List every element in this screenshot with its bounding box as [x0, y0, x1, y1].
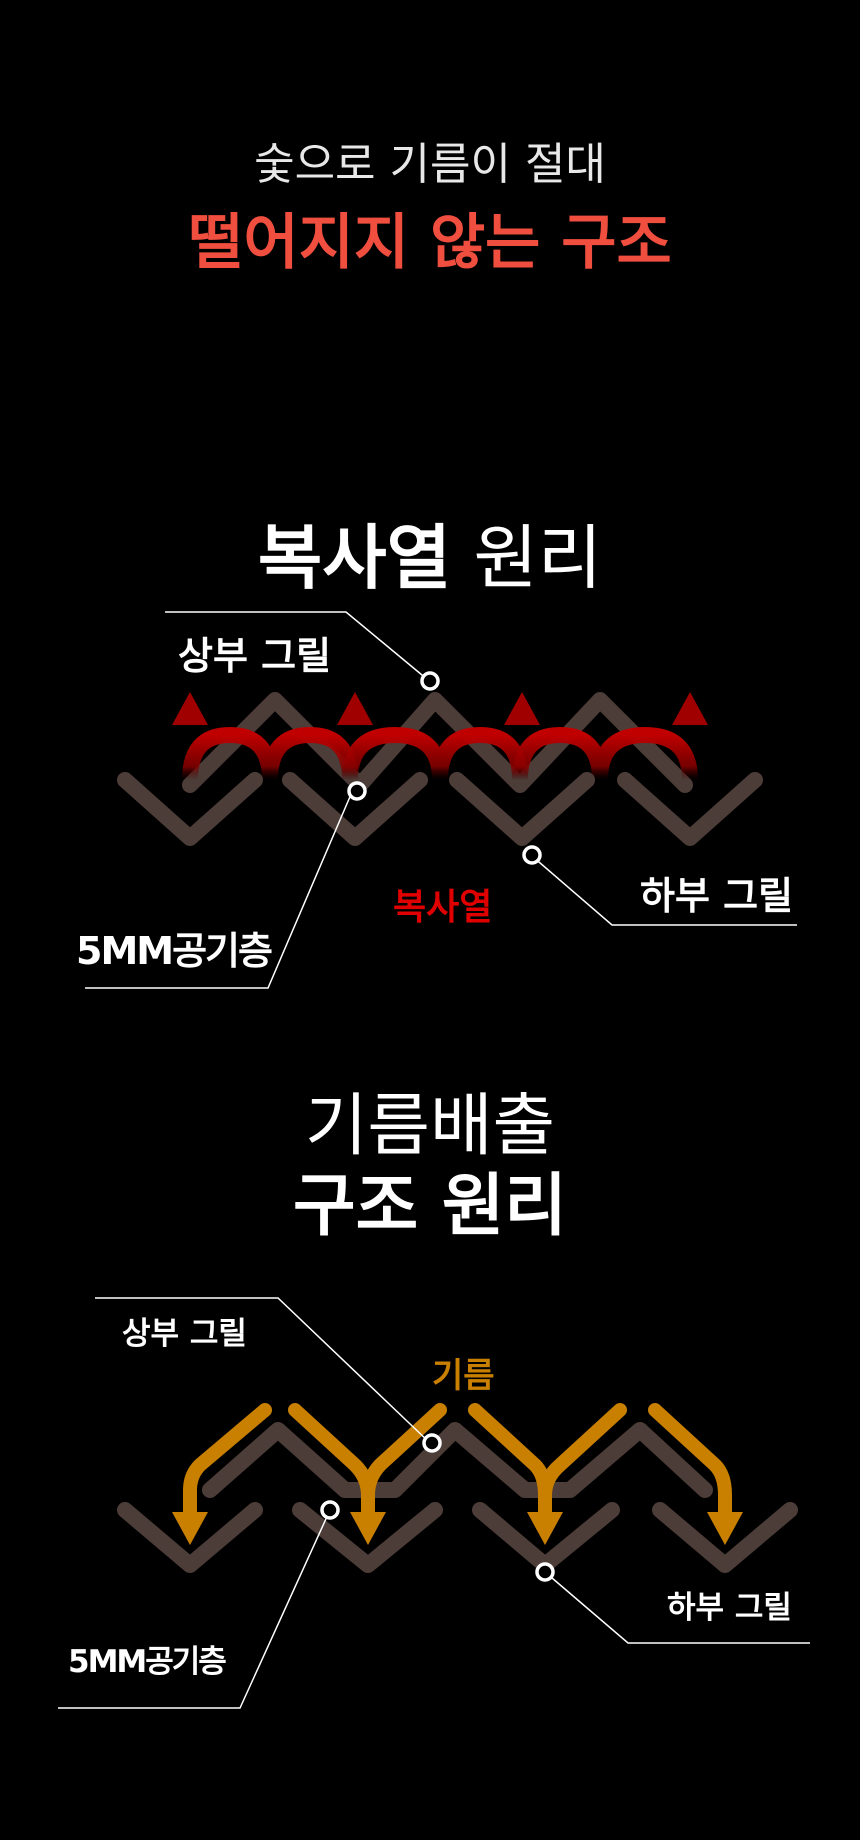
- drain-label-upper: 상부 그릴: [122, 1316, 247, 1352]
- radiant-upper-grill: [182, 692, 693, 793]
- drain-markers: [320, 1433, 555, 1582]
- drain-lower-grill: [117, 1502, 798, 1573]
- radiant-markers: [347, 671, 542, 865]
- radiant-label-lower: 하부 그릴: [640, 874, 794, 918]
- radiant-section-title: 복사열 원리: [0, 502, 860, 603]
- header-subtitle: 숯으로 기름이 절대: [254, 139, 606, 190]
- radiant-leader-lines: [85, 611, 797, 989]
- header-title: 떨어지지 않는 구조: [188, 208, 672, 278]
- drain-oil-arrows: [183, 1403, 732, 1522]
- drain-arrowheads: [172, 1512, 743, 1545]
- radiant-title-bold: 복사열: [257, 517, 452, 599]
- radiant-label-upper: 상부 그릴: [178, 634, 332, 678]
- radiant-label-air: 5MM공기층: [76, 929, 273, 973]
- radiant-title-light: 원리: [451, 517, 603, 599]
- radiant-lower-grill: [117, 772, 763, 846]
- drain-title-line1: 기름배출: [304, 1087, 556, 1166]
- drain-leader-lines: [58, 1297, 810, 1709]
- radiant-heat-arrows: [182, 712, 698, 858]
- drain-title-line2: 구조 원리: [293, 1167, 567, 1246]
- drain-label-air: 5MM공기층: [68, 1644, 227, 1680]
- drain-label-lower: 하부 그릴: [667, 1590, 792, 1626]
- drain-upper-grill: [202, 1422, 713, 1498]
- radiant-label-heat: 복사열: [393, 887, 493, 928]
- radiant-arrowheads: [172, 692, 708, 725]
- drain-label-oil: 기름: [432, 1356, 495, 1396]
